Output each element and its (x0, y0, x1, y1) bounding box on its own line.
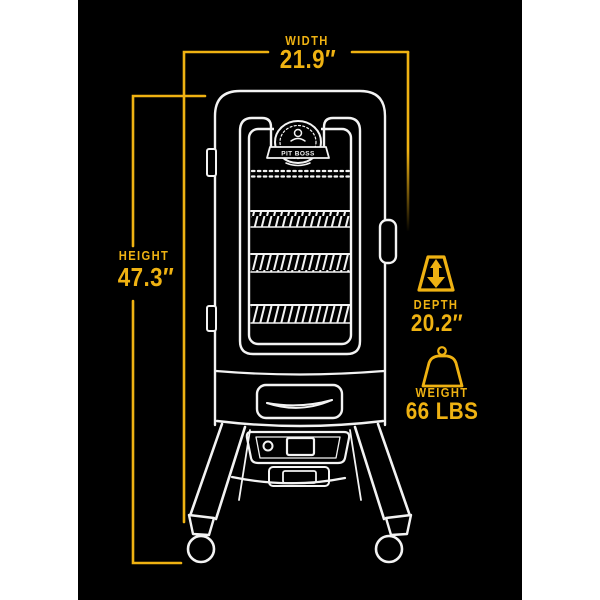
caster-wheel-right (374, 534, 404, 564)
width-dimension-bracket (182, 50, 410, 524)
depth-icon (417, 255, 455, 292)
brand-logo-badge: PIT BOSS (266, 120, 330, 167)
caster-wheel-left (186, 534, 216, 564)
grease-drawer (255, 383, 344, 420)
smoker-door-frame (238, 116, 362, 356)
control-display (285, 436, 316, 457)
smoker-rack-2 (250, 210, 351, 228)
diagram-canvas (78, 0, 522, 600)
width-value: 21.9″ (279, 44, 337, 74)
door-hinge-top (206, 148, 217, 177)
smoker-rack-4 (250, 304, 351, 324)
height-value: 47.3″ (117, 262, 175, 292)
smoker-front-legs (188, 422, 412, 521)
smoker-body-bottom (215, 419, 385, 428)
weight-value: 66 LBS (405, 398, 479, 425)
smoker-feet (187, 513, 413, 537)
smoker-illustration: PIT BOSS (186, 89, 413, 564)
logo-text: PIT BOSS (281, 151, 315, 158)
weight-label: WEIGHT (415, 385, 469, 400)
weight-icon (421, 346, 464, 388)
height-dimension-bracket (131, 94, 207, 565)
control-dial (262, 440, 274, 452)
depth-label: DEPTH (413, 297, 459, 312)
depth-value: 20.2″ (410, 310, 464, 337)
door-handle (378, 218, 398, 265)
hopper-panel (268, 466, 330, 487)
control-panel (245, 430, 351, 465)
body-divider-line (214, 369, 386, 376)
smoker-body (213, 89, 387, 427)
height-label: HEIGHT (118, 248, 170, 263)
width-label: WIDTH (285, 33, 329, 48)
door-hinge-bottom (206, 305, 217, 332)
smoker-rack-1 (250, 169, 351, 178)
smoker-rack-3 (250, 253, 351, 273)
